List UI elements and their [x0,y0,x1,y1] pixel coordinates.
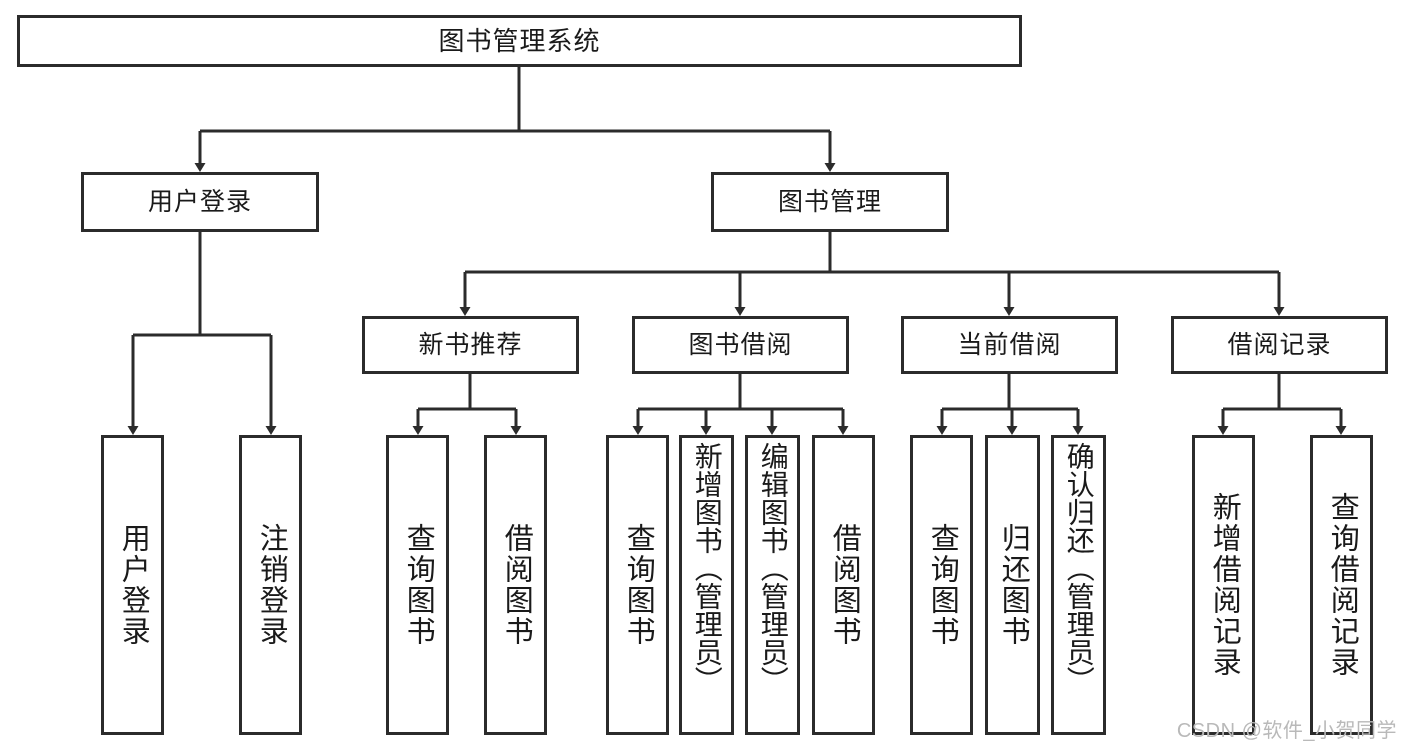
node-leaf-query-book-borrow[interactable]: 查询图书 [606,435,669,735]
node-label: 编辑图书（管理员） [757,442,789,694]
node-label: 图书管理 [777,187,882,216]
node-label: 用户登录 [147,187,252,216]
node-book-manage[interactable]: 图书管理 [711,172,949,232]
node-leaf-return-book[interactable]: 归还图书 [985,435,1040,735]
node-leaf-user-login[interactable]: 用户登录 [101,435,164,735]
node-label: 借阅记录 [1227,330,1332,359]
node-label: 图书管理系统 [438,25,601,56]
node-new-book-recommend[interactable]: 新书推荐 [362,316,579,374]
node-root-system[interactable]: 图书管理系统 [17,15,1022,67]
node-label: 借阅图书 [500,523,533,647]
node-label: 当前借阅 [957,330,1062,359]
node-borrow-record[interactable]: 借阅记录 [1171,316,1388,374]
node-leaf-borrow-book-recommend[interactable]: 借阅图书 [484,435,547,735]
node-book-borrow[interactable]: 图书借阅 [632,316,849,374]
node-label: 新书推荐 [418,330,523,359]
node-label: 注销登录 [255,523,288,647]
node-label: 查询图书 [622,523,655,647]
node-label: 查询借阅记录 [1326,492,1359,678]
node-leaf-confirm-return[interactable]: 确认归还（管理员） [1051,435,1106,735]
node-label: 用户登录 [117,523,150,647]
csdn-watermark: CSDN @软件_小贺同学 [1176,720,1397,742]
node-label: 归还图书 [997,523,1030,647]
node-leaf-query-borrow-record[interactable]: 查询借阅记录 [1310,435,1373,735]
node-current-borrow[interactable]: 当前借阅 [901,316,1118,374]
node-leaf-edit-book[interactable]: 编辑图书（管理员） [745,435,800,735]
node-label: 新增图书（管理员） [691,442,723,694]
node-leaf-borrow-book[interactable]: 借阅图书 [812,435,875,735]
node-label: 确认归还（管理员） [1063,442,1095,694]
node-user-login[interactable]: 用户登录 [81,172,319,232]
node-leaf-query-book-current[interactable]: 查询图书 [910,435,973,735]
node-leaf-user-logout[interactable]: 注销登录 [239,435,302,735]
node-label: 新增借阅记录 [1208,492,1241,678]
node-leaf-query-book-recommend[interactable]: 查询图书 [386,435,449,735]
node-label: 借阅图书 [828,523,861,647]
node-label: 查询图书 [926,523,959,647]
node-leaf-add-book[interactable]: 新增图书（管理员） [679,435,734,735]
node-label: 查询图书 [402,523,435,647]
node-label: 图书借阅 [688,330,793,359]
node-leaf-add-borrow-record[interactable]: 新增借阅记录 [1192,435,1255,735]
